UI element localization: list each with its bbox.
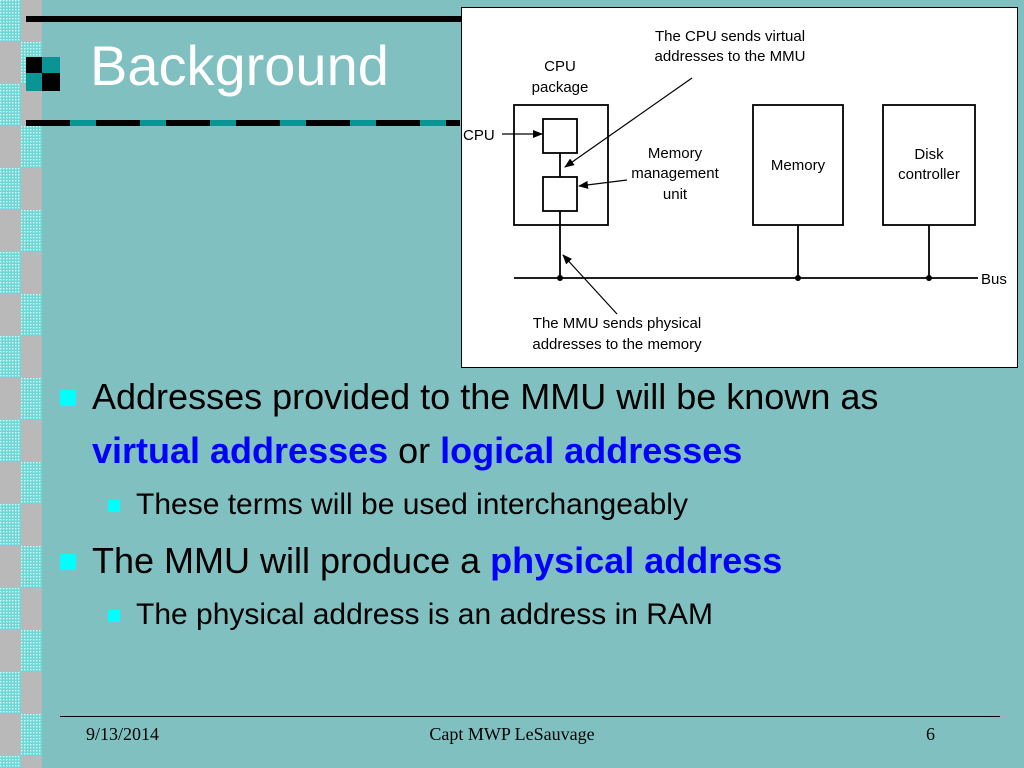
sub-bullet-interchangeable: These terms will be used interchangeably: [56, 484, 996, 526]
bullet-square-icon: [60, 390, 76, 406]
title-top-rule: [26, 16, 466, 22]
memory-label: Memory: [771, 157, 826, 174]
keyword-virtual-addresses: virtual addresses: [92, 430, 389, 471]
keyword-logical-addresses: logical addresses: [440, 430, 743, 471]
cpu-chip-box: [542, 118, 578, 154]
slide-title: Background: [90, 34, 389, 97]
side-pattern-strip: [0, 0, 42, 768]
bullet-virtual-addresses: Addresses provided to the MMU will be kn…: [56, 370, 996, 478]
cpu-package-box: [513, 104, 609, 226]
disk-label-2: controller: [898, 166, 960, 183]
disk-label-1: Disk: [914, 146, 944, 163]
cpu-label: CPU: [463, 127, 495, 144]
mmu-arrow: [578, 179, 628, 189]
note-bottom-line2: addresses to the memory: [532, 336, 702, 353]
bullet-text-connector: or: [388, 430, 441, 471]
sub-bullet-text: These terms will be used interchangeably: [136, 488, 688, 521]
bullet-physical-address: The MMU will produce a physical address: [56, 534, 996, 588]
footer-rule: [60, 716, 1000, 717]
bullet-text: The MMU will produce a: [92, 540, 491, 581]
title-dashed-rule: [26, 120, 460, 126]
footer-date: 9/13/2014: [86, 724, 160, 744]
disk-controller-box: [882, 104, 976, 226]
mmu-diagram: The CPU sends virtual addresses to the M…: [461, 7, 1018, 368]
cpu-package-label-2: package: [532, 79, 589, 96]
virtual-address-arrow: [564, 77, 693, 168]
note-top-line2: addresses to the MMU: [655, 48, 806, 65]
sub-bullet-square-icon: [108, 500, 120, 512]
mmu-label-1: Memory: [648, 145, 703, 162]
mmu-label-2: management: [631, 165, 719, 182]
sub-bullet-ram: The physical address is an address in RA…: [56, 594, 996, 636]
physical-address-arrow: [562, 254, 618, 315]
slide-body: Addresses provided to the MMU will be kn…: [56, 370, 996, 644]
sub-bullet-square-icon: [108, 610, 120, 622]
cpu-package-label-1: CPU: [544, 58, 576, 75]
bullet-square-icon: [60, 554, 76, 570]
mmu-label-3: unit: [663, 186, 688, 203]
note-bottom-line1: The MMU sends physical: [533, 315, 701, 332]
bullet-text: Addresses provided to the MMU will be kn…: [92, 376, 879, 417]
sub-bullet-text: The physical address is an address in RA…: [136, 598, 713, 631]
title-bullet-icon: [26, 57, 60, 91]
footer-author: Capt MWP LeSauvage: [429, 724, 595, 744]
bus-label: Bus: [981, 271, 1007, 288]
keyword-physical-address: physical address: [490, 540, 783, 581]
footer-page-number: 6: [926, 724, 935, 744]
mmu-chip-box: [542, 176, 578, 212]
note-top-line1: The CPU sends virtual: [655, 28, 805, 45]
